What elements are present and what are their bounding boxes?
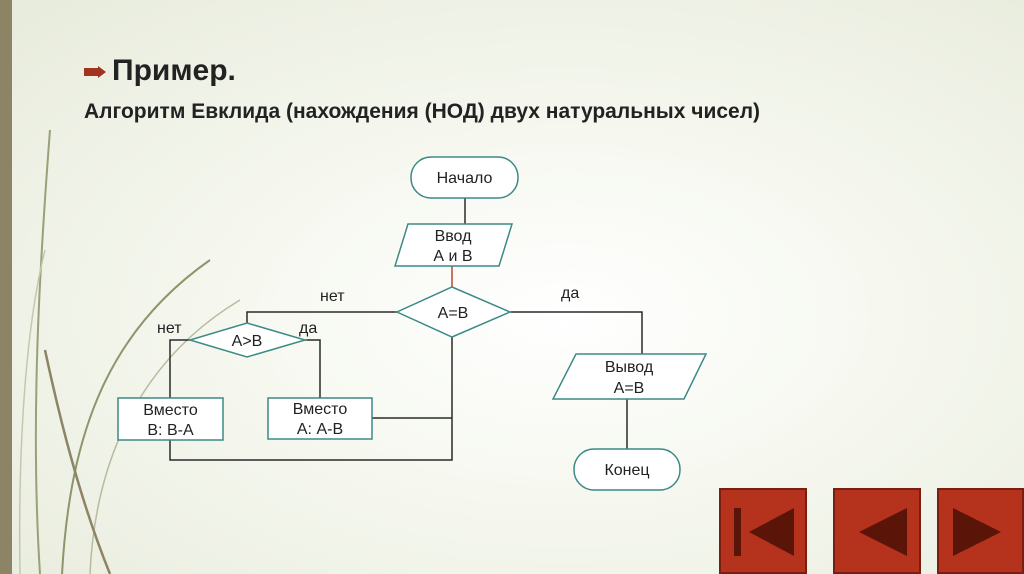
next-arrow-icon [939,490,1024,574]
action-b-node: Вместо В: В-А [118,398,223,440]
svg-text:Вместо: Вместо [143,402,198,419]
svg-text:Ввод: Ввод [435,228,473,245]
svg-text:Вывод: Вывод [605,359,654,376]
svg-text:А=В: А=В [438,305,469,322]
output-node: Вывод А=В [553,354,706,399]
previous-arrow-icon [835,490,921,574]
svg-text:А=В: А=В [614,380,645,397]
first-slide-icon [721,490,807,574]
input-node: Ввод А и В [395,224,512,266]
label-sub-yes: да [299,320,317,337]
label-main-yes: да [561,285,579,302]
next-slide-button[interactable] [937,488,1024,574]
svg-text:А: А-В: А: А-В [297,421,343,438]
svg-text:В: В-А: В: В-А [147,422,194,439]
svg-text:А>В: А>В [232,333,263,350]
svg-text:А и В: А и В [433,248,472,265]
previous-slide-button[interactable] [833,488,921,574]
svg-text:Начало: Начало [437,170,493,187]
first-slide-button[interactable] [719,488,807,574]
svg-text:Вместо: Вместо [293,401,348,418]
start-node: Начало [411,157,518,198]
end-node: Конец [574,449,680,490]
condition-sub: А>В [190,323,305,357]
action-a-node: Вместо А: А-В [268,398,372,439]
condition-main: А=В [397,287,510,337]
label-sub-no: нет [157,320,182,337]
svg-text:Конец: Конец [604,462,649,479]
label-main-no: нет [320,288,345,305]
